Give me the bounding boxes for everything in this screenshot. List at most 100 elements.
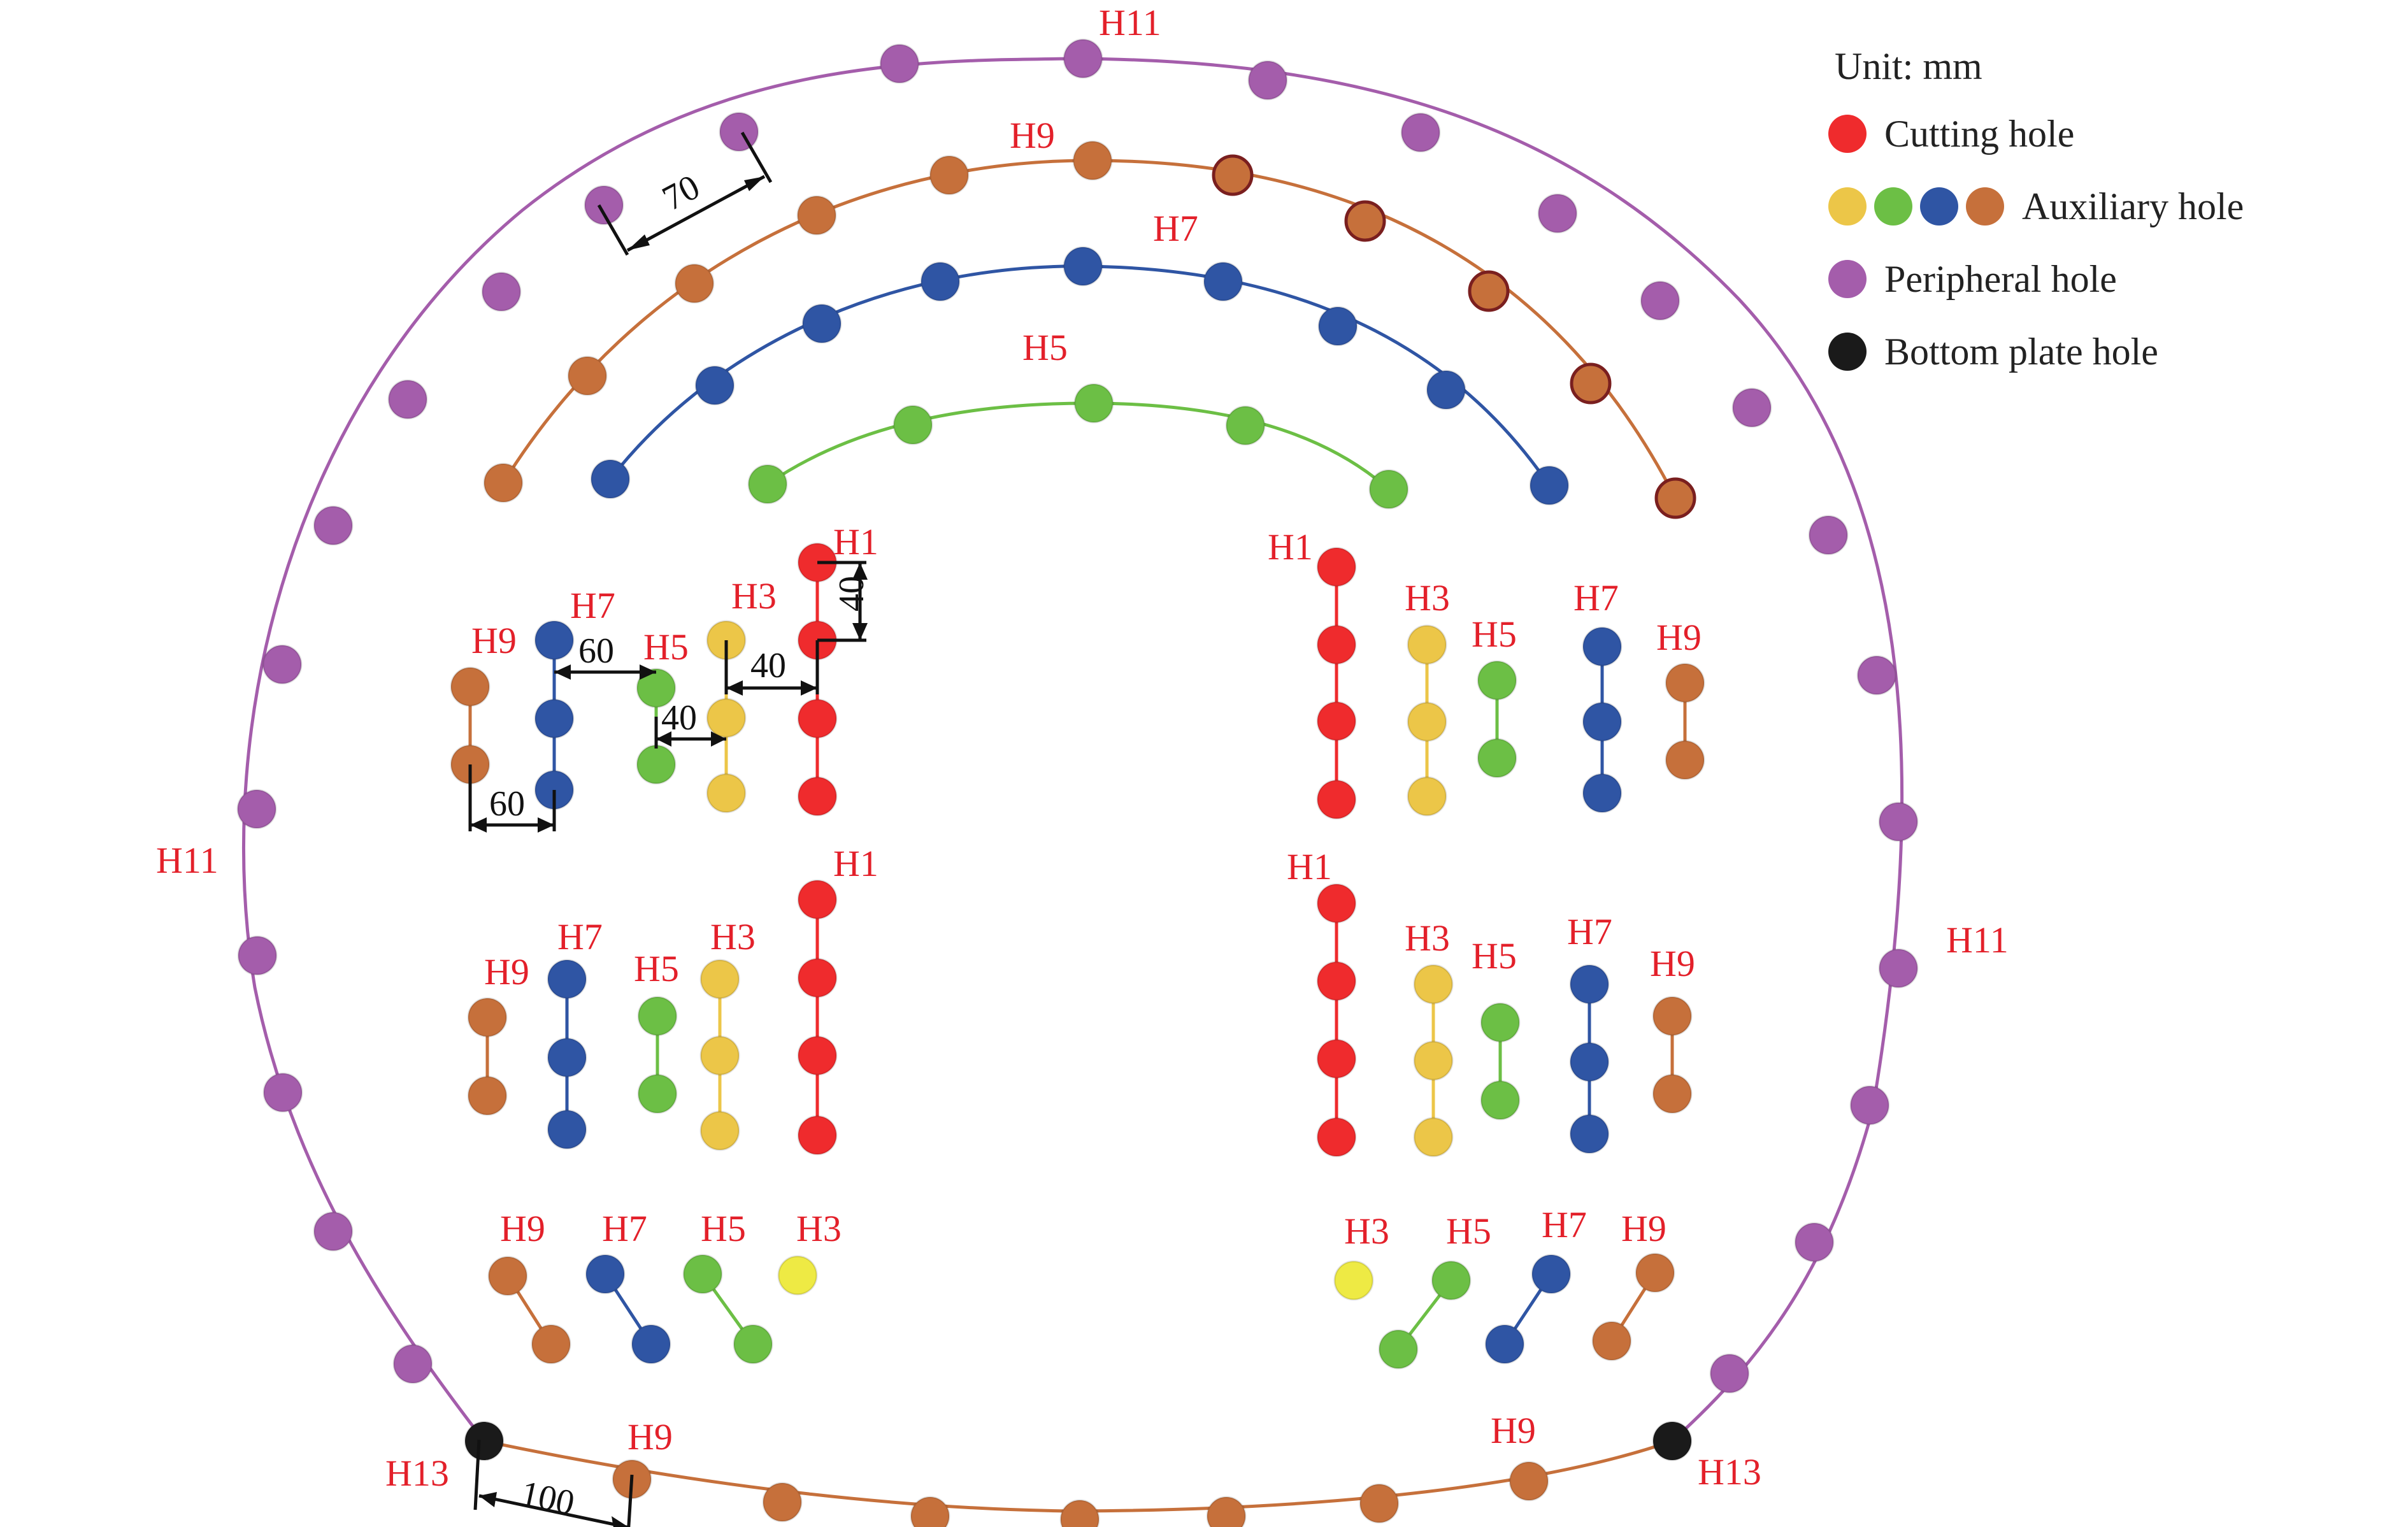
dimension-values: 70 40 40 60 40 60 100	[489, 167, 871, 1523]
legend-swatches	[1828, 333, 1867, 371]
auxiliary-hole-h5	[637, 1073, 678, 1114]
label-h11-top: H11	[1099, 2, 1161, 43]
cutting-hole	[1316, 624, 1357, 665]
auxiliary-hole-h9	[487, 1256, 528, 1296]
label-h11-right: H11	[1946, 919, 2009, 961]
auxiliary-hole-h9	[1570, 362, 1612, 405]
auxiliary-hole-h7	[547, 1037, 587, 1078]
peripheral-hole	[262, 1072, 303, 1113]
auxiliary-hole-h5	[682, 1254, 723, 1294]
peripheral-hole	[1537, 193, 1578, 234]
auxiliary-hole-h7	[1529, 465, 1570, 506]
cutting-hole	[797, 1115, 838, 1156]
label-h5-br: H5	[1446, 1210, 1491, 1252]
label-h9-bl: H9	[500, 1208, 545, 1249]
dim-60-orange-blue: 60	[489, 784, 525, 824]
auxiliary-hole-h9	[1344, 200, 1386, 242]
auxiliary-hole-h9	[796, 195, 837, 236]
auxiliary-hole-h3	[1333, 1260, 1374, 1301]
bottom-plate-hole	[1652, 1421, 1693, 1461]
legend-label: Peripheral hole	[1884, 257, 2117, 300]
label-h3-br: H3	[1344, 1210, 1389, 1252]
auxiliary-hole-h9	[1654, 477, 1696, 519]
auxiliary-hole-h5	[1073, 383, 1114, 424]
auxiliary-hole-h9	[929, 155, 970, 196]
auxiliary-hole-h9	[450, 666, 491, 707]
label-h7-ml: H7	[557, 916, 603, 957]
label-h7-bl: H7	[602, 1208, 647, 1249]
label-h1-ml: H1	[833, 843, 878, 884]
cutting-hole	[1316, 961, 1357, 1001]
auxiliary-hole-h3	[1407, 701, 1447, 742]
auxiliary-hole-h7	[694, 365, 735, 406]
label-h3-bl: H3	[796, 1208, 842, 1249]
bottom-hole	[1359, 1483, 1400, 1524]
auxiliary-hole-h5	[892, 405, 933, 445]
label-h1-ur: H1	[1268, 526, 1313, 568]
legend-swatches	[1828, 115, 1867, 153]
label-h9-mr: H9	[1650, 943, 1695, 984]
peripheral-hole	[1063, 38, 1103, 79]
auxiliary-hole-h9	[531, 1324, 571, 1365]
peripheral-hole	[1709, 1353, 1750, 1394]
peripheral-hole	[1878, 801, 1919, 842]
auxiliary-hole-h7	[1531, 1254, 1572, 1294]
auxiliary-hole-h9	[1072, 140, 1113, 181]
auxiliary-hole-h7	[585, 1254, 626, 1294]
label-h9-br: H9	[1621, 1208, 1666, 1249]
legend-swatch-dot	[1828, 333, 1867, 371]
green-arc	[766, 401, 1390, 491]
auxiliary-hole-h9	[483, 462, 524, 503]
blast-holes	[236, 38, 1919, 1527]
auxiliary-hole-h7	[1582, 626, 1623, 667]
auxiliary-hole-h9	[1468, 270, 1510, 312]
auxiliary-hole-h5	[1225, 405, 1266, 446]
auxiliary-hole-h5	[1378, 1329, 1419, 1370]
label-h5-mr: H5	[1472, 935, 1517, 977]
auxiliary-hole-h7	[1203, 261, 1243, 302]
auxiliary-hole-h7	[1317, 306, 1358, 347]
peripheral-hole	[719, 111, 759, 152]
label-h7-mr: H7	[1567, 911, 1612, 952]
peripheral-hole	[1247, 60, 1288, 101]
label-h5-arc: H5	[1022, 327, 1068, 368]
legend-label: Auxiliary hole	[2022, 185, 2244, 227]
auxiliary-hole-h7	[547, 959, 587, 1000]
auxiliary-hole-h3	[699, 1110, 740, 1151]
auxiliary-hole-h3	[1413, 1117, 1454, 1158]
auxiliary-hole-h7	[590, 459, 631, 499]
bottom-hole	[1509, 1461, 1549, 1502]
peripheral-hole	[1731, 387, 1772, 428]
legend-item-bottom-plate: Bottom plate hole	[1828, 328, 2389, 375]
auxiliary-hole-h7	[1063, 246, 1103, 287]
peripheral-hole	[392, 1344, 433, 1384]
auxiliary-hole-h3	[1407, 624, 1447, 665]
auxiliary-hole-h7	[631, 1324, 671, 1365]
auxiliary-hole-h5	[733, 1324, 773, 1365]
auxiliary-hole-h9	[1665, 740, 1705, 780]
legend-swatch-dot	[1828, 187, 1867, 226]
auxiliary-hole-h7	[1426, 369, 1466, 410]
peripheral-hole	[313, 505, 354, 546]
peripheral-hole	[584, 185, 624, 226]
auxiliary-hole-h7	[534, 620, 575, 661]
auxiliary-hole-h3	[699, 1035, 740, 1076]
legend-item-peripheral: Peripheral hole	[1828, 255, 2389, 303]
peripheral-hole	[1849, 1085, 1890, 1126]
auxiliary-hole-h3	[1413, 1040, 1454, 1081]
auxiliary-hole-h7	[1582, 701, 1623, 742]
label-h7-arc: H7	[1153, 208, 1198, 249]
peripheral-hole	[1794, 1222, 1835, 1263]
blue-arc	[609, 264, 1551, 487]
label-h9-ur: H9	[1656, 617, 1702, 658]
cutting-hole	[1316, 883, 1357, 924]
auxiliary-hole-h3	[1407, 776, 1447, 817]
legend-swatches	[1828, 260, 1867, 298]
auxiliary-hole-h5	[747, 464, 788, 505]
cutting-hole	[797, 698, 838, 739]
auxiliary-hole-h7	[547, 1109, 587, 1150]
dim-40-green-yellow: 40	[661, 698, 697, 738]
dimension-annotations	[468, 131, 868, 1527]
bottom-hole	[1206, 1496, 1247, 1527]
